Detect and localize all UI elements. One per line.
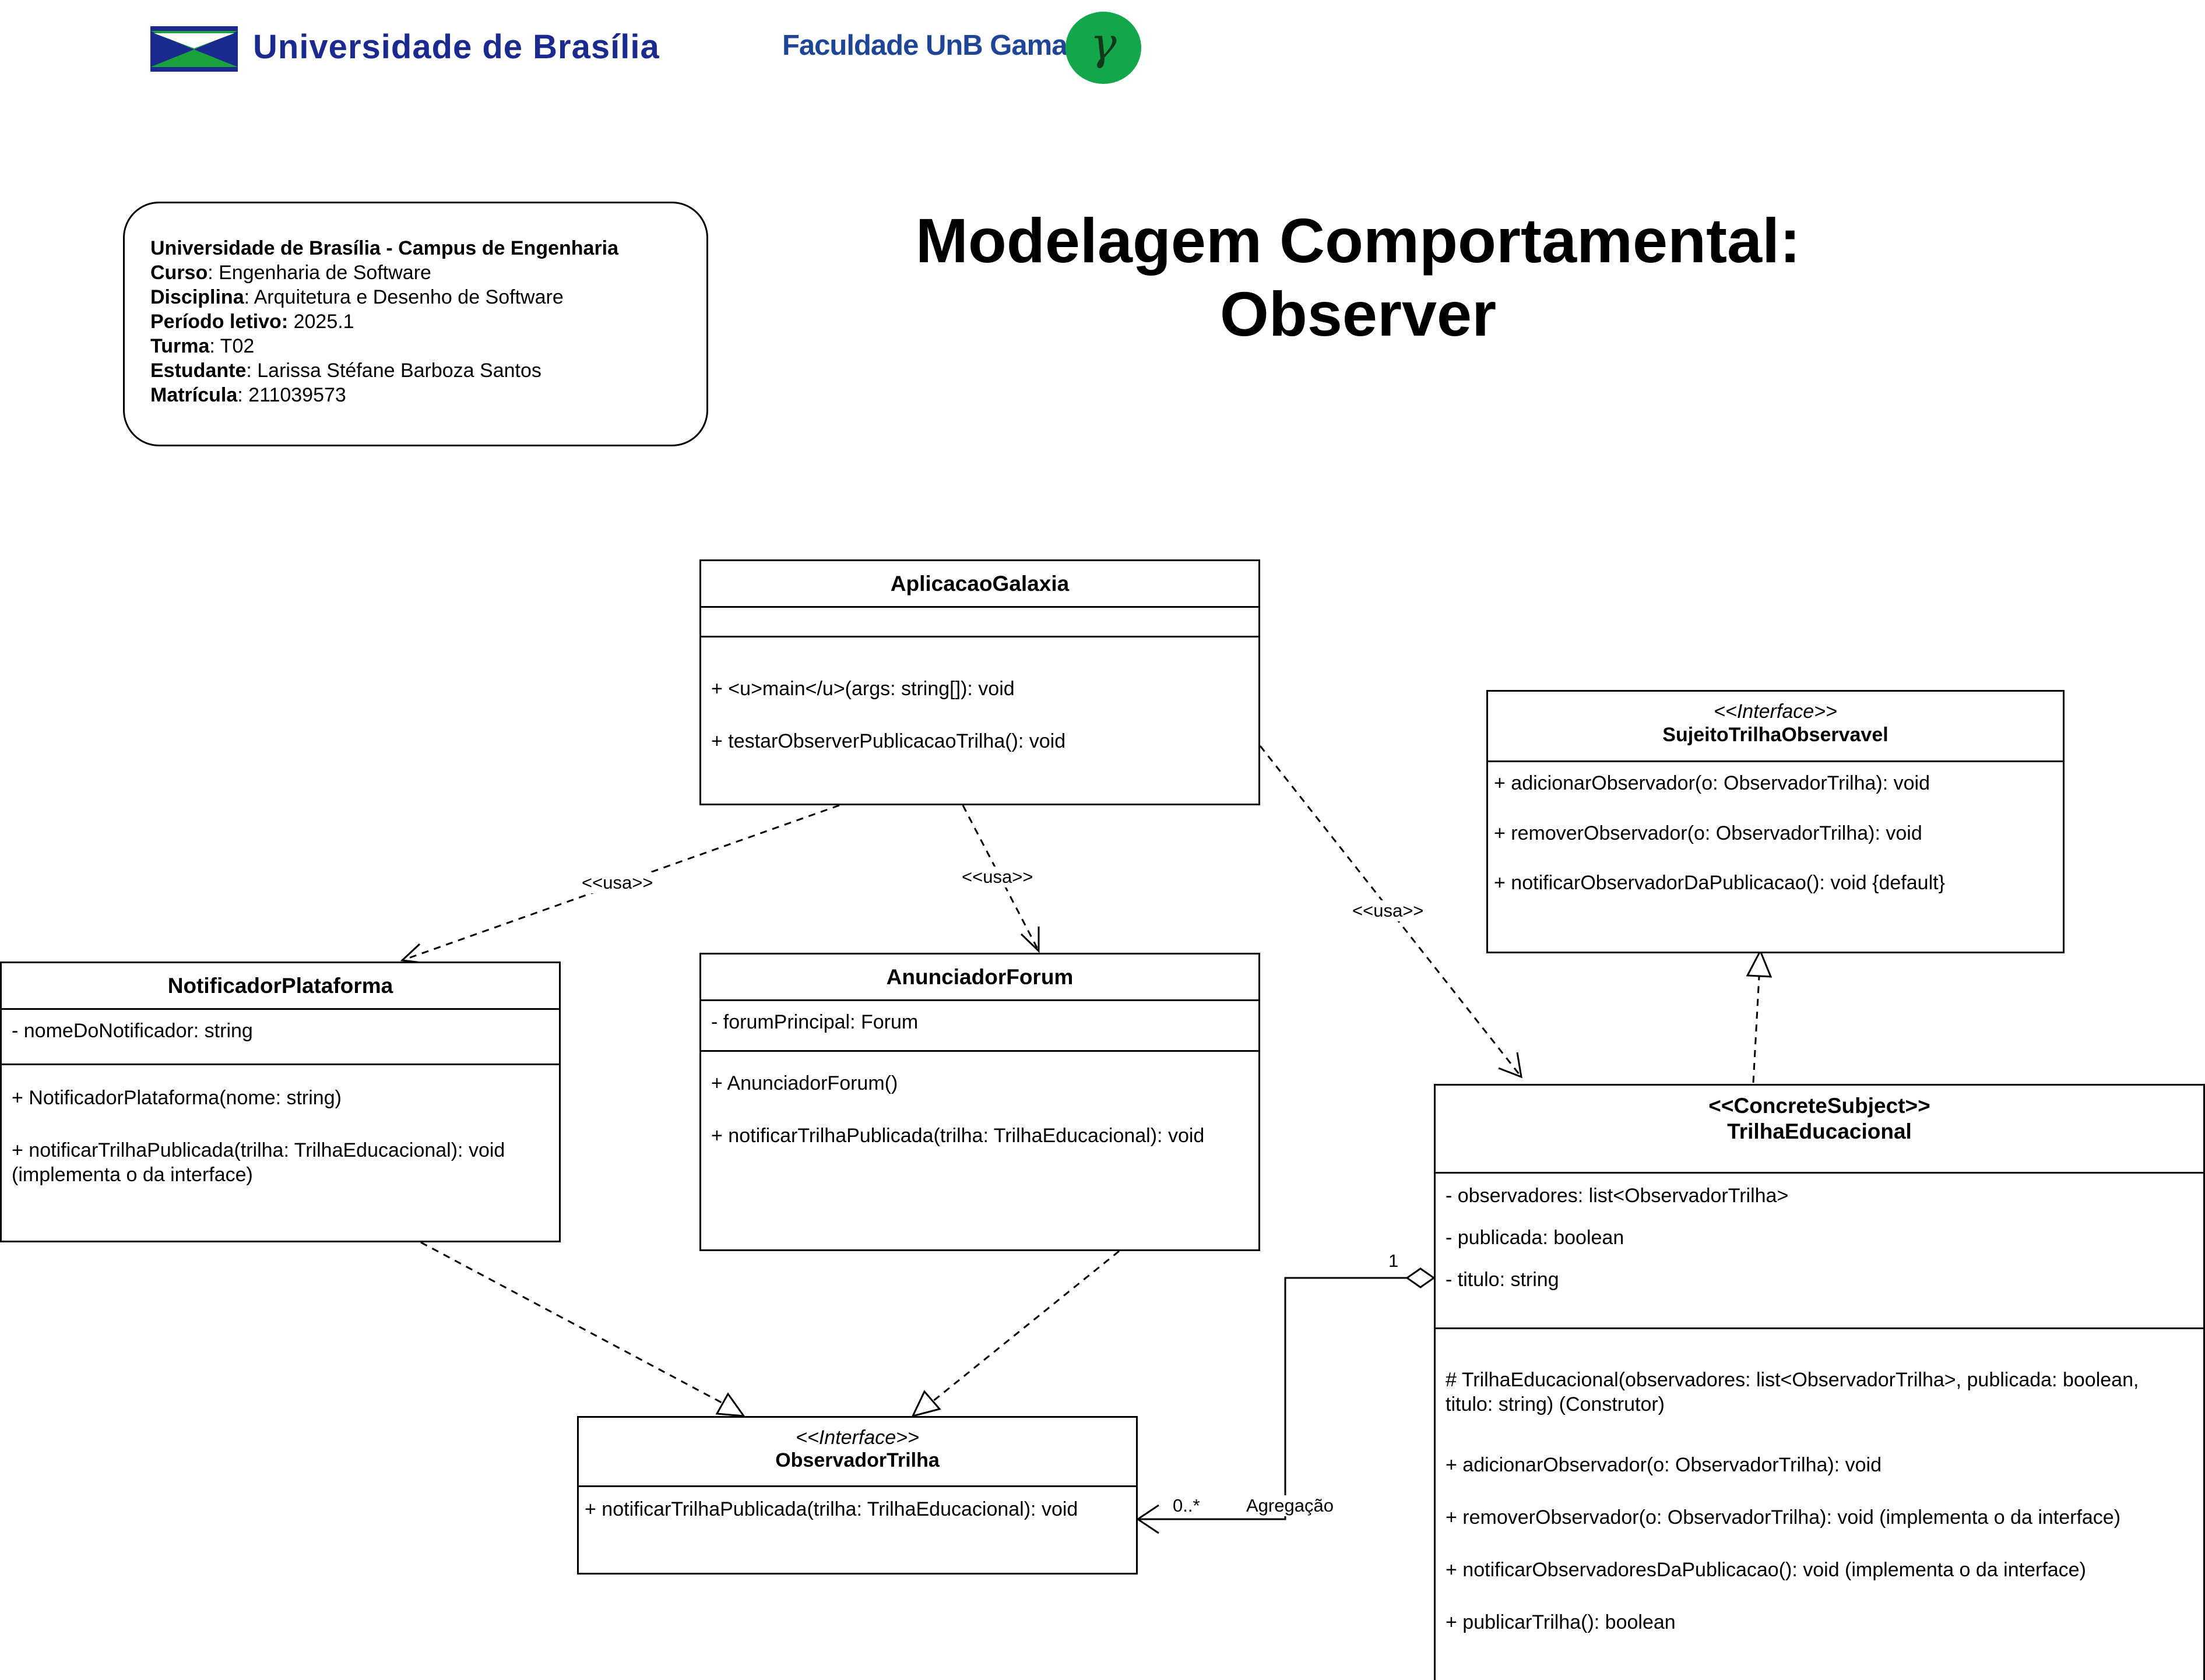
class-name: TrilhaEducacional	[1727, 1119, 1912, 1143]
class-divider	[2, 1063, 559, 1065]
class-divider	[2, 1008, 559, 1010]
class-divider	[701, 636, 1258, 638]
class-divider	[579, 1485, 1136, 1487]
method: + notificarObservadoresDaPublicacao(): v…	[1446, 1559, 2086, 1581]
method-continuation: titulo: string) (Construtor)	[1446, 1393, 1665, 1415]
info-matricula: Matrícula: 211039573	[150, 384, 346, 406]
usa-label-notificador: <<usa>>	[582, 872, 653, 893]
class-divider	[1436, 1172, 2203, 1174]
attribute: - forumPrincipal: Forum	[711, 1011, 919, 1033]
course-info-lines: Universidade de Brasília - Campus de Eng…	[150, 236, 618, 407]
method: + notificarTrilhaPublicada(trilha: Trilh…	[711, 1125, 1205, 1147]
gamma-symbol: γ	[1090, 17, 1117, 69]
realization-edge-trilha-sujeito	[1752, 976, 1760, 1083]
class-divider	[701, 606, 1258, 608]
method: + <u>main</u>(args: string[]): void	[711, 678, 1015, 700]
method: + AnunciadorForum()	[711, 1072, 898, 1094]
multiplicity-many: 0..*	[1173, 1495, 1200, 1516]
class-name: NotificadorPlataforma	[167, 974, 393, 998]
method: # TrilhaEducacional(observadores: list<O…	[1446, 1369, 2139, 1391]
aggregation-diamond	[1405, 1267, 1436, 1288]
method: + adicionarObservador(o: ObservadorTrilh…	[1446, 1454, 1882, 1476]
attribute: - publicada: boolean	[1446, 1227, 1624, 1249]
dependency-arrowhead	[1498, 1052, 1522, 1079]
unb-logo-text: Universidade de Brasília	[253, 28, 660, 66]
class-name: AnunciadorForum	[886, 965, 1074, 989]
attribute: - nomeDoNotificador: string	[12, 1020, 253, 1042]
class-divider	[1488, 760, 2063, 762]
usa-label-trilha: <<usa>>	[1352, 900, 1424, 921]
association-arrowhead	[1136, 1504, 1159, 1534]
gamma-icon: γ	[1065, 12, 1141, 84]
dependency-arrowhead	[1020, 927, 1040, 953]
class-notificador-plataforma: NotificadorPlataforma - nomeDoNotificado…	[0, 961, 561, 1242]
class-aplicacao-galaxia: AplicacaoGalaxia + <u>main</u>(args: str…	[699, 559, 1260, 805]
realization-edge-anunciador-observador	[932, 1250, 1120, 1403]
info-turma: Turma: T02	[150, 335, 255, 357]
fga-logo-text: Faculdade UnB Gama	[782, 30, 1067, 61]
title-line-1: Modelagem Comportamental:	[915, 205, 1801, 276]
multiplicity-one: 1	[1388, 1251, 1399, 1271]
info-estudante: Estudante: Larissa Stéfane Barboza Santo…	[150, 360, 541, 382]
aggregation-label: Agregação	[1246, 1495, 1334, 1516]
interface-observador-trilha: <<Interface>> ObservadorTrilha + notific…	[577, 1416, 1138, 1575]
aggregation-edge-trilha-observador	[1138, 1277, 1407, 1520]
method: + testarObserverPublicacaoTrilha(): void	[711, 730, 1066, 752]
class-anunciador-forum: AnunciadorForum - forumPrincipal: Forum …	[699, 953, 1260, 1251]
realization-triangle	[911, 1390, 941, 1418]
class-stereotype: <<ConcreteSubject>>	[1708, 1094, 1930, 1118]
method: + publicarTrilha(): boolean	[1446, 1611, 1676, 1633]
unb-flag-icon	[150, 26, 238, 72]
method: + removerObservador(o: ObservadorTrilha)…	[1494, 822, 1922, 844]
info-disciplina: Disciplina: Arquitetura e Desenho de Sof…	[150, 286, 564, 308]
method: + NotificadorPlataforma(nome: string)	[12, 1087, 342, 1109]
method: + adicionarObservador(o: ObservadorTrilh…	[1494, 772, 1930, 794]
course-info-box: Universidade de Brasília - Campus de Eng…	[123, 202, 708, 446]
realization-triangle	[1746, 949, 1773, 978]
method-note: (implementa o da interface)	[12, 1164, 253, 1186]
interface-sujeito-trilha-observavel: <<Interface>> SujeitoTrilhaObservavel + …	[1486, 690, 2065, 953]
interface-stereotype: <<Interface>>	[796, 1427, 919, 1449]
method: + removerObservador(o: ObservadorTrilha)…	[1446, 1506, 2121, 1528]
class-trilha-educacional: <<ConcreteSubject>> TrilhaEducacional - …	[1434, 1084, 2205, 1680]
usa-label-anunciador: <<usa>>	[962, 867, 1033, 887]
interface-stereotype: <<Interface>>	[1714, 700, 1837, 723]
method: + notificarTrilhaPublicada(trilha: Trilh…	[12, 1139, 505, 1161]
class-divider	[701, 999, 1258, 1001]
class-name: SujeitoTrilhaObservavel	[1662, 724, 1889, 746]
fga-logo: Faculdade UnB Gama γ	[782, 12, 1144, 84]
attribute: - observadores: list<ObservadorTrilha>	[1446, 1185, 1789, 1207]
info-curso: Curso: Engenharia de Software	[150, 262, 431, 284]
realization-triangle	[715, 1392, 746, 1417]
unb-logo: Universidade de Brasília	[150, 26, 675, 73]
diagram-title: Modelagem Comportamental: Observer	[804, 204, 1912, 351]
info-periodo: Período letivo: 2025.1	[150, 311, 354, 333]
class-divider	[1436, 1327, 2203, 1329]
info-university: Universidade de Brasília - Campus de Eng…	[150, 237, 619, 259]
class-divider	[701, 1050, 1258, 1052]
class-name: AplicacaoGalaxia	[890, 572, 1070, 596]
title-line-2: Observer	[1219, 279, 1497, 349]
method: + notificarTrilhaPublicada(trilha: Trilh…	[585, 1498, 1078, 1520]
class-name: ObservadorTrilha	[775, 1449, 940, 1471]
method: + notificarObservadorDaPublicacao(): voi…	[1494, 872, 1945, 894]
attribute: - titulo: string	[1446, 1269, 1559, 1291]
realization-edge-notificador-observador	[420, 1241, 723, 1404]
